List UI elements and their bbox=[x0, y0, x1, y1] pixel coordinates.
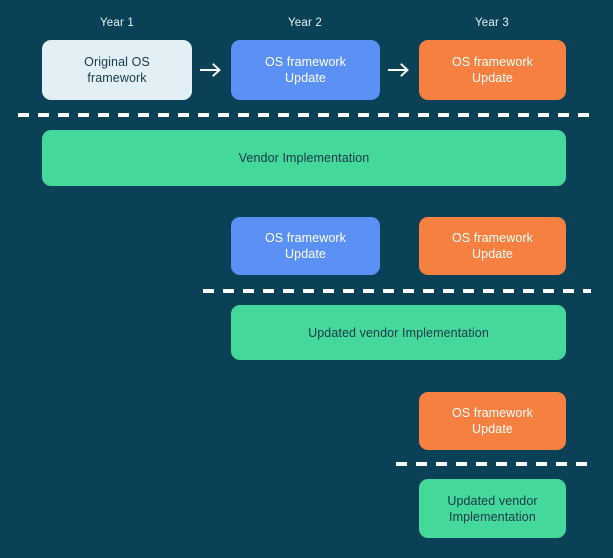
vendor-implementation-block-label: Updated vendor Implementation bbox=[447, 493, 538, 524]
os-framework-update-block-label: OS framework Update bbox=[451, 406, 534, 436]
os-framework-update-block: OS framework Update bbox=[419, 40, 566, 100]
dashed-divider bbox=[396, 462, 592, 466]
arrow-right-icon bbox=[388, 60, 412, 80]
arrow-right-icon bbox=[200, 60, 224, 80]
os-framework-update-block-label: OS framework Update bbox=[451, 231, 534, 261]
year-column-label-2: Year 2 bbox=[287, 17, 323, 29]
os-framework-update-block-label: Original OS framework bbox=[84, 55, 150, 85]
dashed-divider bbox=[18, 113, 596, 117]
os-framework-update-block-label: OS framework Update bbox=[264, 55, 347, 85]
os-framework-update-block: OS framework Update bbox=[419, 392, 566, 450]
year-column-label-1: Year 1 bbox=[99, 17, 135, 29]
os-framework-update-block: OS framework Update bbox=[419, 217, 566, 275]
os-framework-update-block: OS framework Update bbox=[231, 40, 380, 100]
vendor-implementation-block: Updated vendor Implementation bbox=[231, 305, 566, 360]
os-framework-update-block-label: OS framework Update bbox=[264, 231, 347, 261]
vendor-implementation-block-label: Vendor Implementation bbox=[238, 151, 370, 165]
vendor-implementation-block-label: Updated vendor Implementation bbox=[308, 325, 489, 340]
os-framework-update-block: Original OS framework bbox=[42, 40, 192, 100]
dashed-divider bbox=[203, 289, 591, 293]
vendor-implementation-block: Vendor Implementation bbox=[42, 130, 566, 186]
os-framework-update-block-label: OS framework Update bbox=[451, 55, 534, 85]
os-framework-update-block: OS framework Update bbox=[231, 217, 380, 275]
year-column-label-3: Year 3 bbox=[474, 17, 510, 29]
vendor-implementation-block: Updated vendor Implementation bbox=[419, 479, 566, 538]
